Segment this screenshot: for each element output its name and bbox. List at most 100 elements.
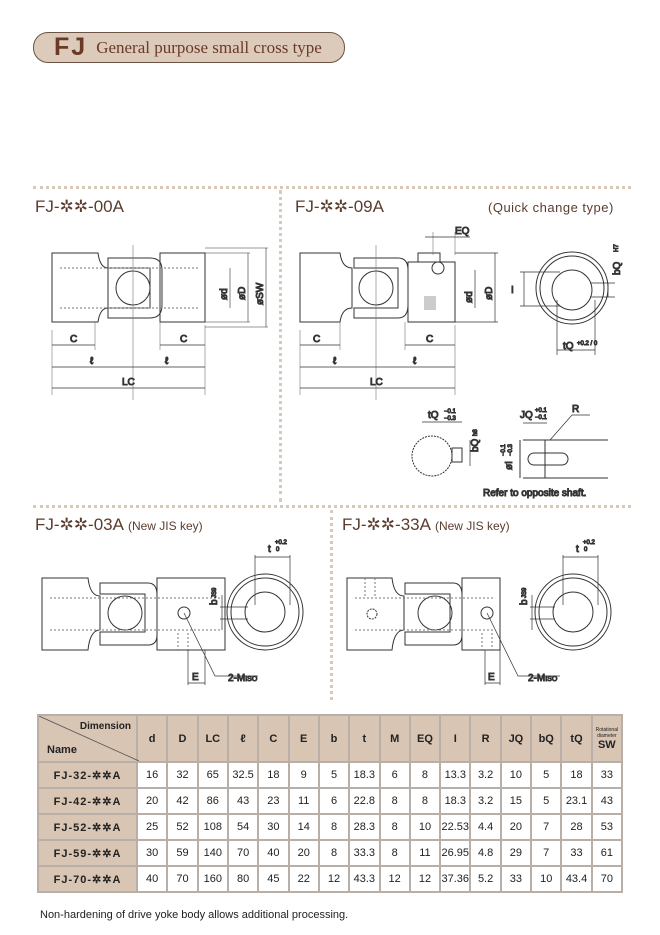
tq-tolerance: +0.2 / 0 <box>577 341 598 347</box>
table-cell: 10 <box>530 865 563 893</box>
model-name: FJ-70-✲✲A <box>37 865 138 893</box>
table-cell: 11 <box>408 839 442 867</box>
model-name: FJ-52-✲✲A <box>37 813 138 841</box>
tol: JS9 <box>212 587 218 598</box>
table-cell: 65 <box>196 761 229 789</box>
table-cell: 80 <box>226 865 260 893</box>
table-cell: 18.3 <box>439 787 472 815</box>
model-name: FJ-59-✲✲A <box>37 839 138 867</box>
column-header: tQ <box>560 714 593 763</box>
divider <box>330 510 333 700</box>
column-header: C <box>257 714 290 763</box>
dim-b: b <box>519 599 530 605</box>
drawing-03a: t +0.2 0 b JS9 E 2-MISO <box>41 540 304 685</box>
section-title-03a: FJ-✲✲-03A(New JIS key) <box>35 515 203 535</box>
column-header: E <box>287 714 320 763</box>
table-cell: 37.36 <box>439 865 472 893</box>
table-cell: 70 <box>166 865 199 893</box>
drawing-09a: C C ℓ ℓ LC EQ ød øD I bQ H7 tQ +0.2 / 0 … <box>299 226 624 500</box>
table-cell: 18 <box>560 761 593 789</box>
table-cell: 140 <box>196 839 229 867</box>
title-text: FJ-✲✲-03A <box>35 515 124 534</box>
table-cell: 8 <box>378 839 411 867</box>
sw-label: SW <box>597 738 616 751</box>
series-subtitle: General purpose small cross type <box>96 37 322 57</box>
table-cell: 12 <box>317 865 351 893</box>
table-cell: 7 <box>530 839 563 867</box>
table-cell: 22 <box>287 865 320 893</box>
table-cell: 3.2 <box>469 787 502 815</box>
title-banner: FJ General purpose small cross type <box>33 32 345 63</box>
table-cell: 40 <box>135 865 169 893</box>
dim-D: øD <box>237 287 248 300</box>
dim-jq: JQ <box>520 410 533 421</box>
table-cell: 61 <box>590 839 624 867</box>
dim-D: øD <box>484 287 495 300</box>
model-name: FJ-32-✲✲A <box>37 761 138 789</box>
dim-e: E <box>488 672 495 683</box>
dim-h7: H7 <box>614 244 620 252</box>
dim-d: ød <box>219 288 230 300</box>
table-cell: 43.4 <box>560 865 593 893</box>
thread-label: 2-MISO <box>228 673 258 684</box>
tol: JS9 <box>522 587 528 598</box>
column-header: b <box>317 714 351 763</box>
table-cell: 33 <box>590 761 624 789</box>
table-cell: 16 <box>135 761 169 789</box>
table-cell: 8 <box>378 813 411 841</box>
table-cell: 10 <box>408 813 442 841</box>
tol: +0.1 <box>535 408 548 414</box>
divider <box>279 190 282 502</box>
table-cell: 8 <box>378 787 411 815</box>
table-cell: 28.3 <box>348 813 381 841</box>
dim-eq: EQ <box>455 226 470 237</box>
table-cell: 28 <box>560 813 593 841</box>
table-cell: 43.3 <box>348 865 381 893</box>
table-cell: 29 <box>499 839 533 867</box>
dim-r: R <box>572 404 579 415</box>
table-cell: 30 <box>135 839 169 867</box>
title-note: (New JIS key) <box>434 519 510 533</box>
table-cell: 8 <box>408 787 442 815</box>
dim-phi-i: øI <box>504 461 515 470</box>
tol: h8 <box>473 429 479 436</box>
diagonal-line <box>39 716 139 761</box>
column-header: D <box>166 714 199 763</box>
table-cell: 7 <box>530 813 563 841</box>
column-header: R <box>469 714 502 763</box>
column-header: M <box>378 714 411 763</box>
corner-header: Dimension Name <box>37 714 139 763</box>
table-cell: 23.1 <box>560 787 593 815</box>
table-cell: 53 <box>590 813 624 841</box>
table-cell: 5.2 <box>469 865 502 893</box>
dim-bq-shaft: bQ <box>470 438 481 452</box>
table-cell: 6 <box>317 787 351 815</box>
dim-l: ℓ <box>90 356 94 367</box>
dim-bq: bQ <box>612 261 623 275</box>
section-title-00a: FJ-✲✲-00A <box>35 197 124 216</box>
table-cell: 70 <box>590 865 624 893</box>
table-cell: 20 <box>135 787 169 815</box>
table-cell: 45 <box>257 865 290 893</box>
refer-note: Refer to opposite shaft. <box>483 488 586 499</box>
table-cell: 5 <box>530 761 563 789</box>
dim-t: t <box>268 544 271 555</box>
table-cell: 20 <box>499 813 533 841</box>
dim-c: C <box>180 334 187 345</box>
dim-i: I <box>511 285 514 296</box>
tol: 0 <box>276 547 280 553</box>
table-cell: 8 <box>408 761 442 789</box>
table-cell: 32 <box>166 761 199 789</box>
column-header: t <box>348 714 381 763</box>
footnote: Non-hardening of drive yoke body allows … <box>40 909 349 921</box>
tol: +0.2 <box>583 540 596 546</box>
table-cell: 52 <box>166 813 199 841</box>
table-cell: 5 <box>317 761 351 789</box>
table-cell: 33.3 <box>348 839 381 867</box>
dim-lc: LC <box>122 377 135 388</box>
